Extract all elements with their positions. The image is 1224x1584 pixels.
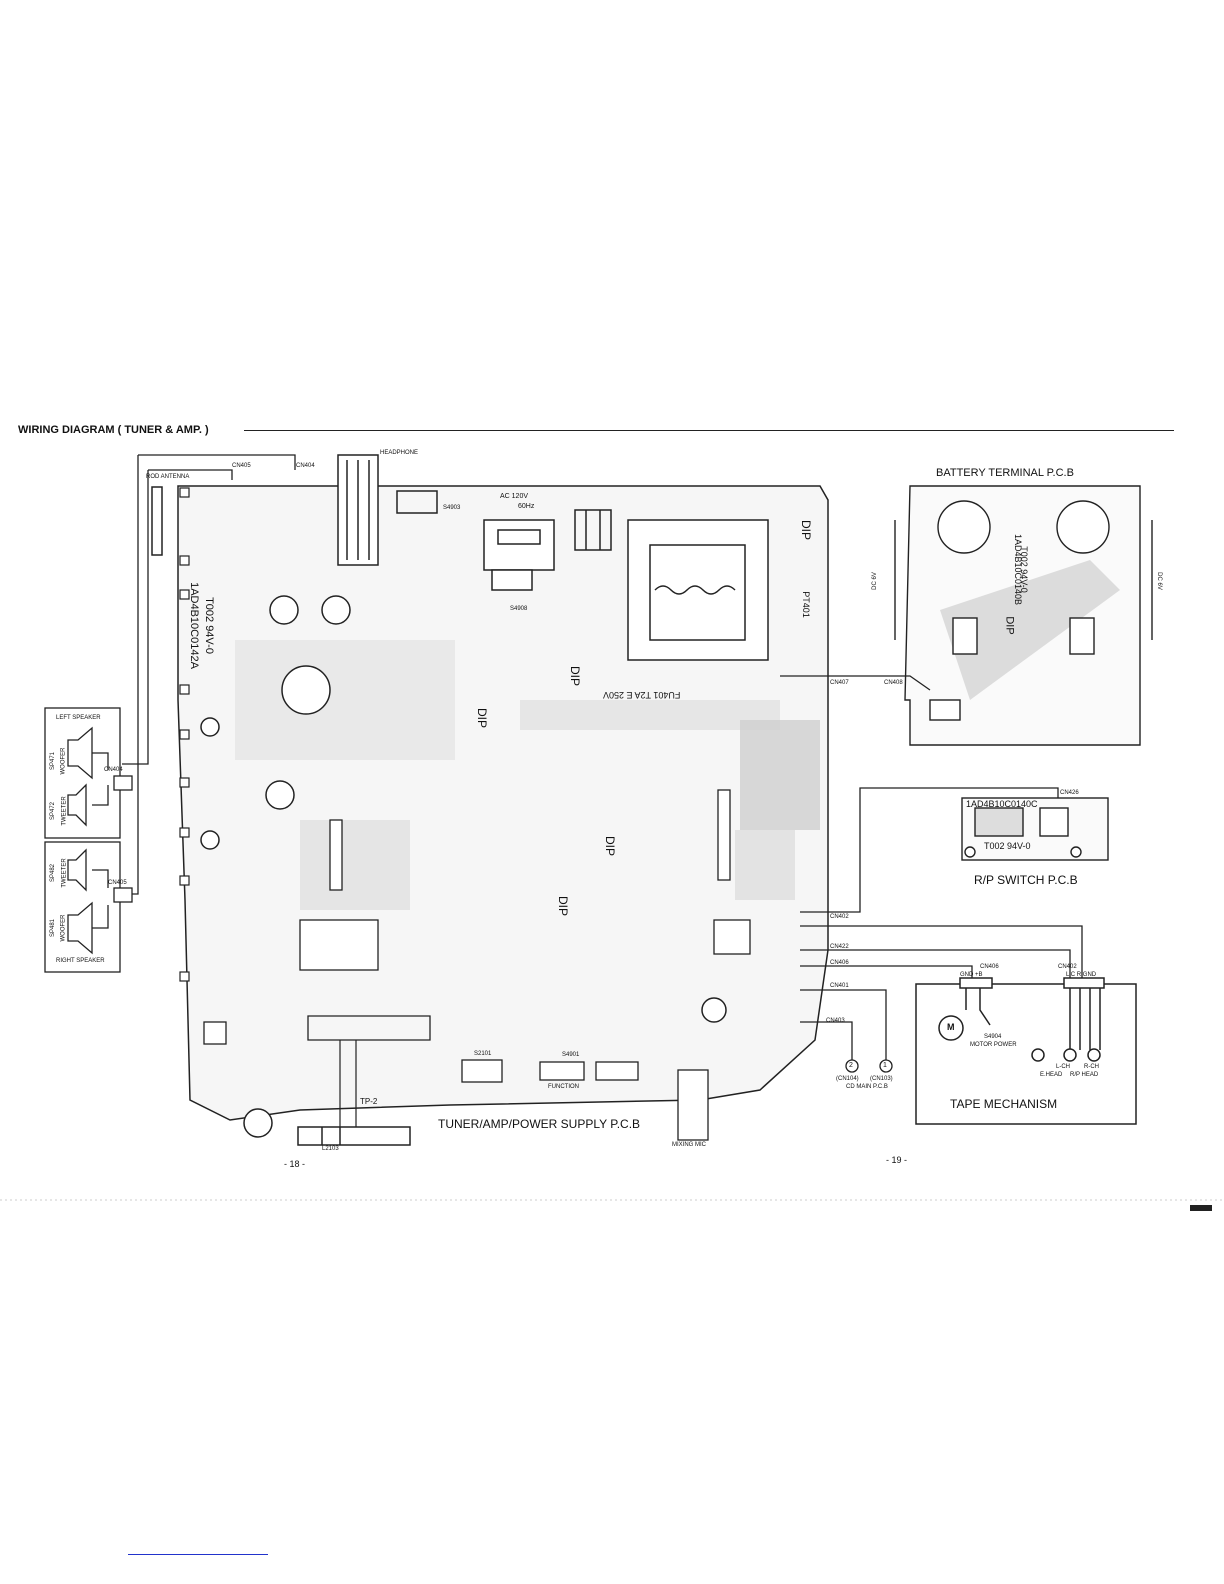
battery-pcb-drawing xyxy=(894,485,1153,746)
battery-dc-right: DC 6V xyxy=(1155,572,1162,590)
right-speaker-connector: CN405 xyxy=(108,880,127,886)
cn403-label: CN403 xyxy=(826,1018,845,1024)
rod-antenna-label: ROD ANTENNA xyxy=(146,474,190,480)
motor-power-label: MOTOR POWER xyxy=(970,1042,1017,1048)
right-tweeter-label: TWEETER xyxy=(61,858,68,888)
hz-label: 60Hz xyxy=(518,503,535,510)
dip-label-4: DIP xyxy=(603,835,618,857)
capacitors xyxy=(200,595,727,1138)
pt401-label: PT401 xyxy=(800,591,811,618)
left-speaker-drawing xyxy=(44,707,133,839)
mixing-mic-label: MIXING MIC xyxy=(672,1142,706,1148)
rp-switch-code: 1AD4B10C0140C xyxy=(966,799,1038,809)
cd-link-right-conn: (CN103) xyxy=(870,1076,893,1082)
s4903-label: S4903 xyxy=(443,505,461,511)
tape-mechanism-drawing xyxy=(915,977,1137,1125)
ic-blocks xyxy=(203,789,751,1141)
right-speaker-drawing xyxy=(44,841,133,973)
main-pcb-spec: T002 94V-0 xyxy=(202,597,215,654)
cn405-top-label: CN405 xyxy=(232,463,251,469)
rp-switch-title: R/P SWITCH P.C.B xyxy=(974,873,1078,887)
dip-label-3: DIP xyxy=(475,707,490,729)
left-tweeter-label: TWEETER xyxy=(61,796,68,826)
tape-lcr-gnd-label: L C R GND xyxy=(1066,972,1097,978)
left-woofer-label: WOOFER xyxy=(60,747,67,775)
rp-switch-drawing xyxy=(961,797,1109,861)
left-woofer-ref: SP471 xyxy=(50,751,57,771)
right-speaker-title: RIGHT SPEAKER xyxy=(56,958,105,964)
transformer xyxy=(627,519,769,661)
fuse-label: FU401 T2A E 250V xyxy=(603,690,681,700)
left-speaker-connector: CN404 xyxy=(104,767,123,773)
dip-label-2: DIP xyxy=(568,665,583,687)
right-tweeter-ref: SP482 xyxy=(50,863,57,883)
l-ch-label: L-CH xyxy=(1056,1064,1071,1070)
rod-antenna xyxy=(151,486,163,556)
right-woofer-ref: SP481 xyxy=(50,918,57,938)
headphone-label: HEADPHONE xyxy=(380,450,419,456)
s4901-label: S4901 xyxy=(562,1052,580,1058)
s4908-label: S4908 xyxy=(510,606,528,612)
tape-mechanism-title: TAPE MECHANISM xyxy=(950,1097,1058,1111)
cn402-main-label: CN402 xyxy=(830,914,849,920)
l2103-label: L2103 xyxy=(322,1146,339,1152)
main-board-name: TUNER/AMP/POWER SUPPLY P.C.B xyxy=(438,1117,641,1131)
rp-switch-spec: T002 94V-0 xyxy=(984,841,1031,851)
left-tweeter-ref: SP472 xyxy=(50,801,57,821)
cn422-label: CN422 xyxy=(830,944,849,950)
trace-regions xyxy=(235,640,820,910)
battery-dip-label: DIP xyxy=(1003,616,1016,635)
cn407-label: CN407 xyxy=(830,680,849,686)
ac-label: AC 120V xyxy=(500,493,529,500)
page-number-right: - 19 - xyxy=(886,1155,908,1165)
title-rule xyxy=(244,430,1174,431)
tape-cn406-label: CN406 xyxy=(980,964,999,970)
motor-symbol: M xyxy=(947,1022,955,1032)
r-ch-label: R-CH xyxy=(1084,1064,1099,1070)
page-number-left: - 18 - xyxy=(284,1159,306,1169)
tp2-label: TP-2 xyxy=(360,1097,378,1106)
cn408-label: CN408 xyxy=(884,680,903,686)
headphone-jack xyxy=(337,454,379,566)
battery-pcb-title: BATTERY TERMINAL P.C.B xyxy=(936,467,1074,479)
e-head-label: E.HEAD xyxy=(1040,1072,1063,1078)
cd-link-right-num: 1 xyxy=(883,1062,887,1069)
left-speaker-title: LEFT SPEAKER xyxy=(56,715,101,721)
page-title: WIRING DIAGRAM ( TUNER & AMP. ) xyxy=(18,424,209,436)
function-label: FUNCTION xyxy=(548,1084,579,1090)
motor-ref: S4904 xyxy=(984,1034,1002,1040)
bottom-link-line xyxy=(128,1554,268,1555)
cn404-top-label: CN404 xyxy=(296,463,315,469)
cd-link-left-num: 2 xyxy=(849,1062,853,1069)
cd-main-pcb-label: CD MAIN P.C.B xyxy=(846,1084,888,1090)
dip-label-1: DIP xyxy=(799,519,814,541)
cd-link-left-conn: (CN104) xyxy=(836,1076,859,1082)
tape-gnd-b-label: GND +B xyxy=(960,972,983,978)
s2101-label: S2101 xyxy=(474,1051,492,1057)
coil-l2103 xyxy=(297,1126,411,1146)
ac-socket xyxy=(483,519,555,591)
right-woofer-label: WOOFER xyxy=(60,914,67,942)
main-pcb-code: 1AD4B10C0142A xyxy=(187,582,200,669)
cn401-label: CN401 xyxy=(830,983,849,989)
rp-head-label: R/P HEAD xyxy=(1070,1072,1099,1078)
tape-cn402-label: CN402 xyxy=(1058,964,1077,970)
dip-label-5: DIP xyxy=(556,895,571,917)
cn406-main-label: CN406 xyxy=(830,960,849,966)
rp-switch-cn426: CN426 xyxy=(1060,790,1079,796)
battery-pcb-spec: T002 94V-0 xyxy=(1018,546,1029,593)
battery-dc-left: DC 6V xyxy=(871,572,878,590)
